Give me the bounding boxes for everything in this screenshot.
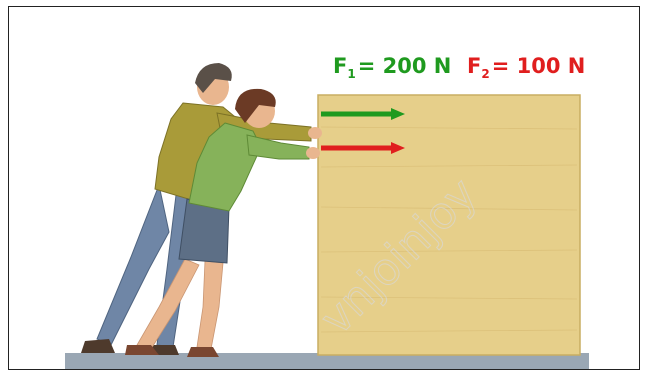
force-label-f2: F2= 100 N (467, 54, 585, 81)
force-f2-value: = 100 N (492, 54, 586, 78)
force-label-f1: F1= 200 N (333, 54, 451, 81)
diagram-frame: F1= 200 N F2= 100 N vnjoinjoy (8, 6, 640, 370)
force-f1-subscript: 1 (347, 67, 355, 81)
pushing-scene: F1= 200 N F2= 100 N (65, 54, 589, 369)
force-f1-symbol: F (333, 54, 347, 78)
force-f1-value: = 200 N (358, 54, 452, 78)
arrow-f2 (321, 142, 405, 154)
arrow-f1 (321, 108, 405, 120)
force-f2-symbol: F (467, 54, 481, 78)
crate (317, 94, 581, 356)
force-f2-subscript: 2 (481, 67, 489, 81)
woman-figure (125, 88, 320, 357)
